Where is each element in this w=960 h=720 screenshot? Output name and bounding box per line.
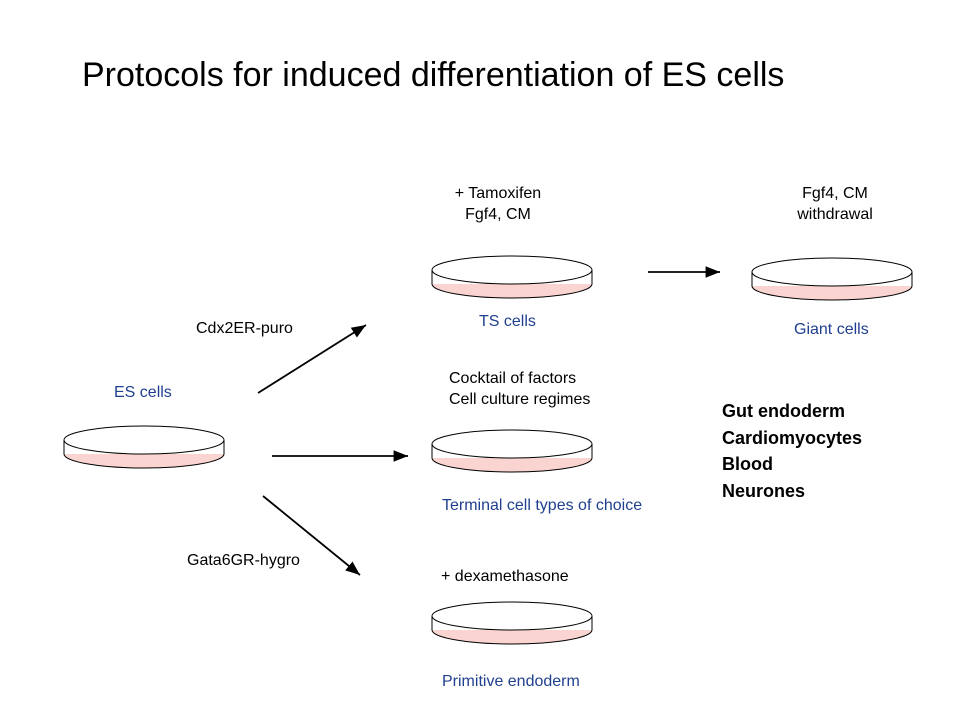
ts-cells-label: TS cells xyxy=(479,313,536,330)
dish-terminal-cells xyxy=(431,429,593,473)
dish-es-cells xyxy=(63,425,225,469)
terminal-condition-label: Cocktail of factors Cell culture regimes xyxy=(449,368,590,410)
giant-cells-label: Giant cells xyxy=(794,321,869,338)
terminal-condition-line: Cocktail of factors xyxy=(449,370,577,387)
terminal-cells-label: Terminal cell types of choice xyxy=(442,497,643,514)
ts-condition-label: + Tamoxifen Fgf4, CM xyxy=(446,183,550,225)
cdx2er-puro-label: Cdx2ER-puro xyxy=(196,320,293,337)
ts-condition-line: + Tamoxifen xyxy=(454,185,542,202)
terminal-type-item: Neurones xyxy=(722,480,806,501)
terminal-type-item: Blood xyxy=(722,454,773,474)
primitive-condition-label: + dexamethasone xyxy=(441,568,569,585)
giant-condition-line: withdrawal xyxy=(797,206,873,223)
ts-condition-line: Fgf4, CM xyxy=(465,206,531,223)
dish-ts-cells xyxy=(431,255,593,299)
dish-primitive-endoderm xyxy=(431,601,593,645)
terminal-cell-types-list: Gut endoderm Cardiomyocytes Blood Neuron… xyxy=(722,398,862,504)
slide-title: Protocols for induced differentiation of… xyxy=(82,56,785,94)
es-cells-label: ES cells xyxy=(114,384,172,401)
dish-giant-cells xyxy=(751,257,913,301)
arrow-es-to-primitive xyxy=(262,495,361,576)
gata6gr-hygro-label: Gata6GR-hygro xyxy=(187,552,300,569)
primitive-endoderm-label: Primitive endoderm xyxy=(442,673,580,690)
giant-condition-label: Fgf4, CM withdrawal xyxy=(785,183,885,225)
terminal-condition-line: Cell culture regimes xyxy=(449,391,591,408)
giant-condition-line: Fgf4, CM xyxy=(802,185,868,202)
terminal-type-item: Cardiomyocytes xyxy=(722,427,863,448)
arrow-es-to-ts xyxy=(257,324,367,394)
terminal-type-item: Gut endoderm xyxy=(722,401,846,421)
